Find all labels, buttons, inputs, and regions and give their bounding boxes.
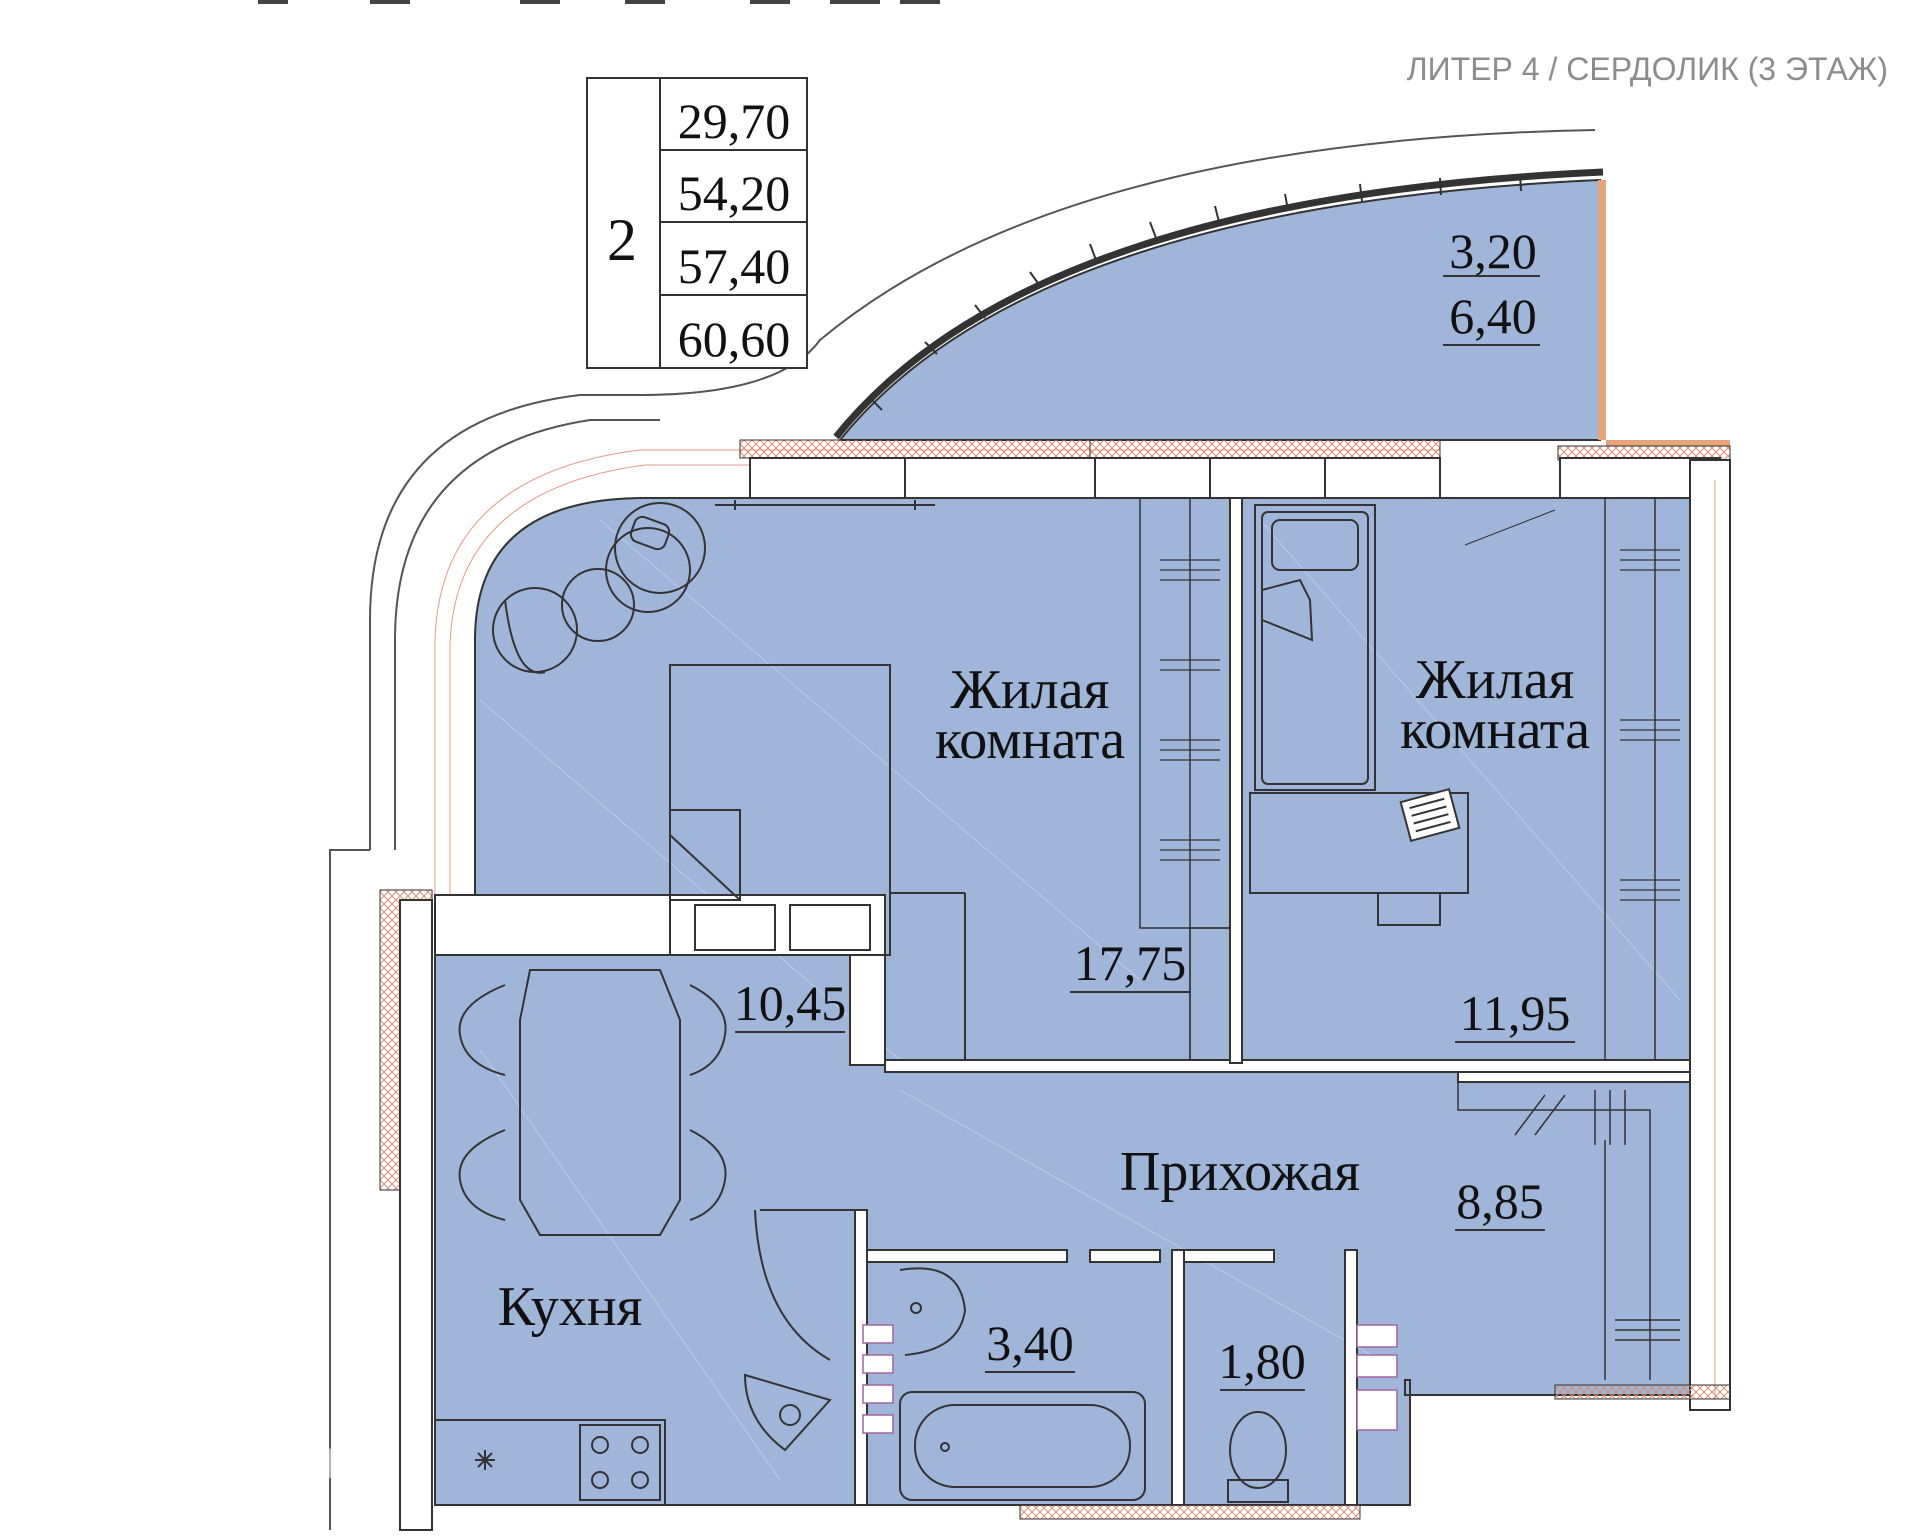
top-wall-hatch-left: [739, 439, 1091, 459]
top-edge-marks: [258, 0, 940, 4]
lounge-chairs: [492, 502, 706, 674]
balcony-floor: [837, 178, 1601, 441]
toilet-area: 1,80: [1218, 1333, 1306, 1389]
top-wall-hatch-right: [1089, 439, 1441, 459]
desk: [1249, 787, 1469, 926]
balcony-door-swing: [1464, 509, 1556, 546]
balcony-rail-ticks: [869, 173, 1522, 411]
kitchen-counter: [435, 1209, 855, 1505]
summary-area-with-balcony: 57,40: [678, 238, 791, 294]
balcony-area-bottom: 6,40: [1449, 288, 1537, 344]
summary-area-full: 60,60: [678, 311, 791, 367]
bathroom-fixtures: [899, 1267, 1146, 1501]
living-right-area: 11,95: [1460, 985, 1571, 1041]
apartment-floor: [434, 497, 1691, 1506]
watermark-text: Домклик: [158, 1427, 380, 1490]
living-left-name-2: комната: [935, 709, 1125, 771]
left-wall: [399, 899, 433, 1531]
balcony-orange-edge: [1606, 440, 1730, 446]
watermark: Домклик: [64, 1406, 380, 1490]
single-bed: [1254, 504, 1376, 791]
watermark-house-icon: [64, 1406, 142, 1474]
summary-area-total: 54,20: [678, 165, 791, 221]
kitchen-name: Кухня: [498, 1276, 643, 1338]
hall-wardrobe: [1457, 1082, 1680, 1380]
interior-walls: [434, 497, 1696, 1506]
toilet: [1227, 1411, 1289, 1503]
dining-set: [458, 969, 727, 1236]
living-left-area: 17,75: [1074, 935, 1187, 991]
kitchen-area: 10,45: [734, 975, 847, 1031]
bathroom-area: 3,40: [986, 1315, 1074, 1371]
double-bed: [669, 664, 966, 1060]
right-wall: [1689, 459, 1731, 1411]
living-left-name-1: Жилая: [951, 659, 1110, 721]
right-lower-hatch: [1554, 1384, 1731, 1400]
summary-room-count: 2: [607, 207, 637, 273]
balcony-railing: [833, 168, 1604, 440]
balcony-side-wall: [1598, 180, 1606, 440]
floor-texture: [479, 519, 1681, 1481]
summary-area-living: 29,70: [678, 93, 791, 149]
lower-wall-hatch: [1019, 1504, 1361, 1520]
curtain-rail: [715, 500, 935, 510]
hallway-area: 8,85: [1456, 1173, 1544, 1229]
hallway-name: Прихожая: [1120, 1141, 1360, 1203]
balcony-area-top: 3,20: [1449, 223, 1537, 279]
wardrobe-left: [1139, 497, 1231, 1061]
living-right-name-2: комната: [1400, 699, 1590, 761]
header-caption: ЛИТЕР 4 / СЕРДОЛИК (3 ЭТАЖ): [1407, 51, 1888, 87]
utility-boxes: [862, 1324, 1398, 1434]
wardrobe-right: [1604, 498, 1680, 1060]
living-right-name-1: Жилая: [1416, 649, 1575, 711]
window-frames-top: [749, 457, 1721, 499]
area-summary-box: [586, 77, 808, 369]
